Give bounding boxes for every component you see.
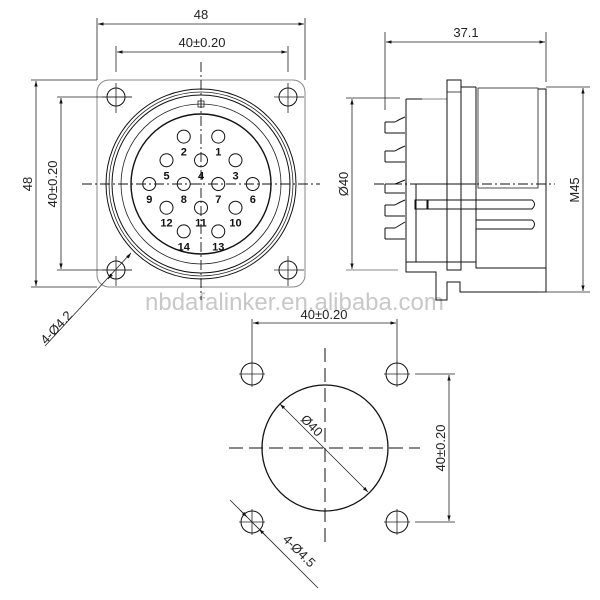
pin-label: 10 (229, 218, 241, 230)
pin-6 (245, 177, 260, 191)
dim-overall-width: 48 (194, 7, 208, 22)
pin-5 (159, 153, 174, 168)
cutout-hole-spacing-h: 40±0.20 (301, 307, 348, 322)
cutout-hole-callout: 4-Ø4.5 (280, 532, 319, 571)
pin-label: 8 (181, 194, 187, 206)
cutout-hole-spacing-v: 40±0.20 (433, 425, 448, 472)
dim-thread: M45 (567, 177, 582, 202)
insulator-section-rear (415, 183, 448, 263)
side-view: 37.1 (336, 25, 590, 301)
pin-9 (142, 177, 157, 191)
pin-label: 5 (163, 170, 169, 182)
contact-section (426, 199, 535, 210)
contact-pin (476, 219, 535, 230)
pin-4 (194, 153, 208, 168)
pin-label: 14 (178, 241, 191, 253)
pin-7 (211, 177, 226, 191)
panel-cutout-view: 40±0.20 40±0.20 Ø40 4-Ø4.5 (229, 307, 455, 589)
pin-label: 3 (232, 170, 238, 182)
dim-hole-spacing-v: 40±0.20 (45, 161, 60, 208)
pin-14 (176, 224, 191, 239)
solder-cups (384, 116, 406, 240)
pin-12 (159, 200, 174, 215)
pin-label: 9 (146, 194, 152, 206)
pin-label: 12 (160, 218, 172, 230)
pin-label: 6 (250, 194, 256, 206)
pin-label: 11 (195, 218, 207, 230)
side-flange (446, 79, 462, 271)
pin-8 (176, 177, 191, 191)
pin-label: 1 (215, 147, 221, 159)
dim-overall-height: 48 (20, 177, 35, 191)
hole-callout-leader (44, 253, 131, 347)
cutout-diameter-leader (279, 403, 369, 493)
dim-body-diameter: Ø40 (336, 172, 351, 197)
pin-1 (211, 129, 226, 144)
cutout-diameter: Ø40 (298, 412, 326, 440)
pin-3 (228, 153, 243, 168)
pin-label: 7 (215, 194, 221, 206)
pin-label: 13 (212, 241, 224, 253)
rear-body-outline (405, 98, 422, 268)
pin-10 (228, 200, 243, 215)
thread-area (477, 87, 539, 189)
dim-hole-spacing-h: 40±0.20 (179, 35, 226, 50)
pin-2 (176, 129, 191, 144)
pin-13 (211, 224, 226, 239)
pin-label: 2 (181, 147, 187, 159)
watermark-text: nbdafalinker.en.alibaba.com (145, 289, 444, 316)
front-hole-callout: 4-Ø4.2 (37, 308, 75, 347)
pin-11 (194, 200, 208, 215)
pin-label: 4 (198, 170, 205, 182)
dim-length: 37.1 (453, 25, 478, 40)
